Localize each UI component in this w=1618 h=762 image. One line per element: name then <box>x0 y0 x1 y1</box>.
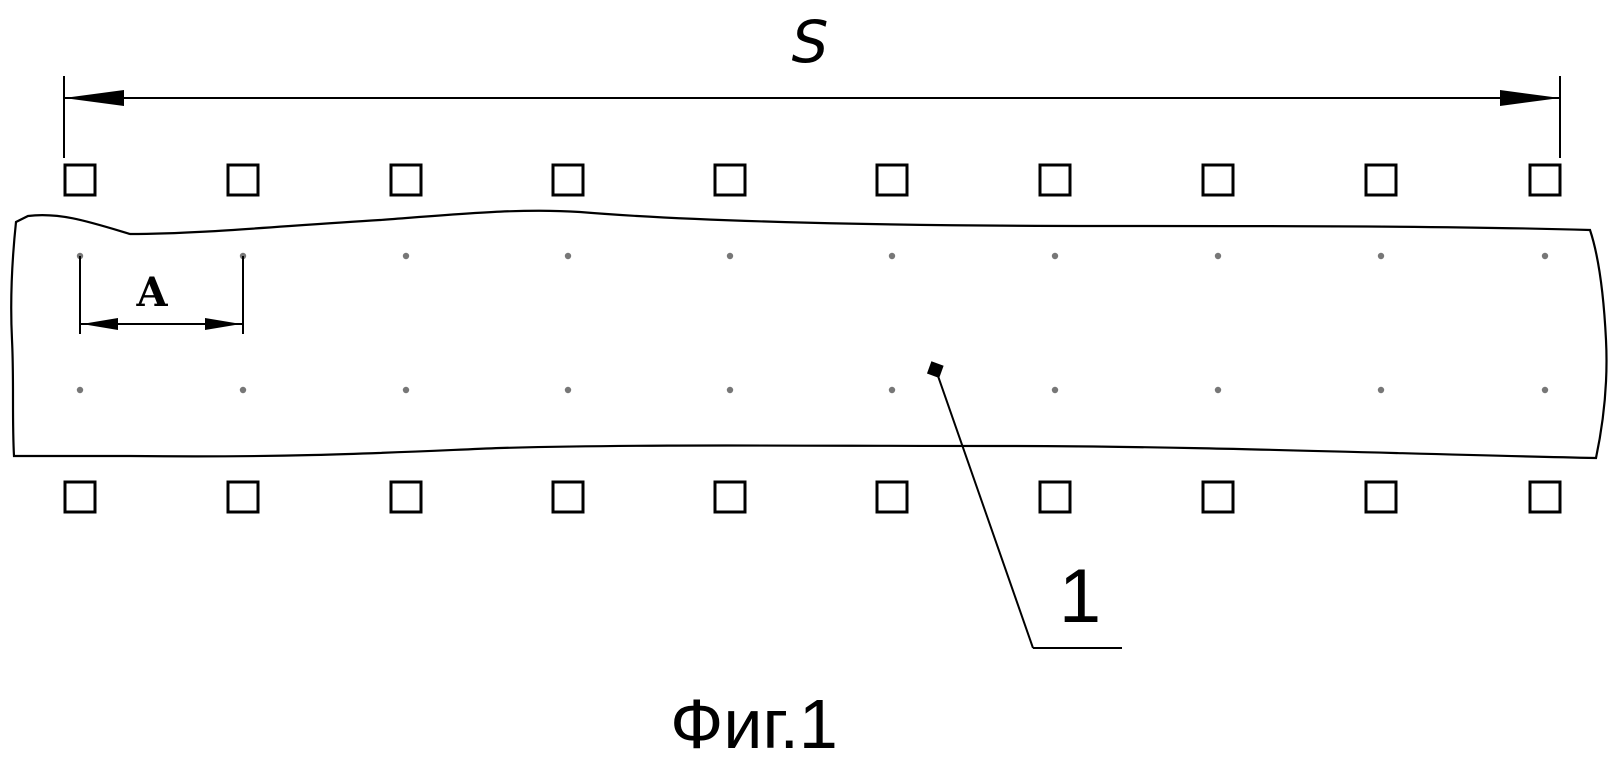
dimension-a-label: A <box>135 269 168 316</box>
pads-top-row <box>63 163 1562 197</box>
leader-line <box>937 375 1034 649</box>
bottom-hole <box>564 386 572 394</box>
holes-top-row <box>76 252 1549 260</box>
holes-bottom-row <box>76 386 1549 394</box>
leader-marker <box>926 361 944 378</box>
top-pad <box>63 163 97 197</box>
bottom-hole <box>888 386 896 394</box>
top-pad <box>875 163 909 197</box>
bottom-hole <box>76 386 84 394</box>
part-number-label: 1 <box>1059 554 1101 639</box>
bottom-pad <box>63 480 97 514</box>
bottom-hole <box>1541 386 1549 394</box>
top-hole <box>1214 252 1222 260</box>
bottom-hole <box>1214 386 1222 394</box>
strip-body <box>10 209 1608 460</box>
top-hole <box>888 252 896 260</box>
top-hole <box>1377 252 1385 260</box>
dimension-s-arrow-left <box>64 90 124 106</box>
top-pad <box>1201 163 1235 197</box>
pads-bottom-row <box>63 480 1562 514</box>
top-pad <box>1364 163 1398 197</box>
top-hole <box>564 252 572 260</box>
bottom-hole <box>1377 386 1385 394</box>
top-hole <box>1541 252 1549 260</box>
top-pad <box>713 163 747 197</box>
dimension-a: A <box>79 256 244 334</box>
top-hole <box>1051 252 1059 260</box>
figure-caption: Фиг.1 <box>670 685 838 762</box>
bottom-pad <box>226 480 260 514</box>
top-pad <box>551 163 585 197</box>
dimension-a-arrow-right <box>205 318 241 330</box>
bottom-pad <box>1201 480 1235 514</box>
top-pad <box>389 163 423 197</box>
bottom-hole <box>726 386 734 394</box>
top-pad <box>1038 163 1072 197</box>
top-hole <box>402 252 410 260</box>
bottom-pad <box>1038 480 1072 514</box>
bottom-pad <box>713 480 747 514</box>
dimension-s-label: S <box>792 8 829 76</box>
bottom-hole <box>402 386 410 394</box>
bottom-pad <box>389 480 423 514</box>
top-pad <box>226 163 260 197</box>
bottom-pad <box>875 480 909 514</box>
bottom-pad <box>1528 480 1562 514</box>
dimension-a-arrow-left <box>82 318 118 330</box>
part-leader: 1 <box>926 361 1122 649</box>
top-hole <box>726 252 734 260</box>
top-pad <box>1528 163 1562 197</box>
dimension-s: S <box>63 8 1561 158</box>
bottom-pad <box>1364 480 1398 514</box>
dimension-s-arrow-right <box>1500 90 1560 106</box>
bottom-hole <box>1051 386 1059 394</box>
bottom-pad <box>551 480 585 514</box>
bottom-hole <box>239 386 247 394</box>
